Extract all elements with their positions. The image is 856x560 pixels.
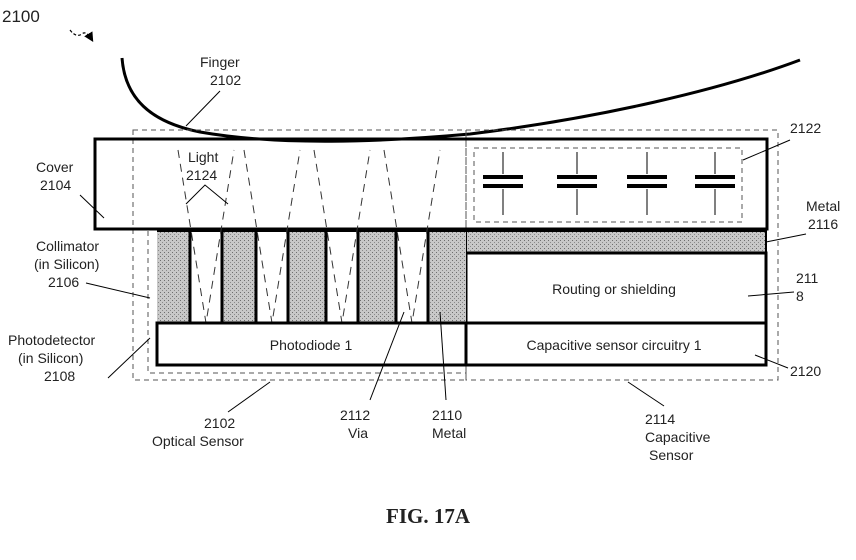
photodiode-label: Photodiode 1	[270, 337, 353, 353]
collimator-holes	[190, 231, 428, 323]
capacitive-sensor-leader	[627, 381, 665, 407]
metal-2110-leader	[439, 311, 447, 401]
capacitor-symbol	[627, 152, 667, 215]
cover-ref: 2104	[40, 177, 71, 193]
finger-leader	[185, 90, 221, 127]
photodetector-sub: (in Silicon)	[18, 350, 83, 366]
routing-leader	[747, 291, 795, 297]
finger-curve	[120, 57, 801, 143]
light-label: Light	[188, 149, 218, 165]
capacitor-symbol	[695, 152, 735, 215]
photodetector-label: Photodetector	[8, 332, 96, 348]
optical-sensor-label: Optical Sensor	[152, 433, 244, 449]
capacitive-sensor-ref: 2114	[645, 411, 675, 427]
photodetector-ref: 2108	[44, 368, 75, 384]
via-label: Via	[348, 425, 368, 441]
collimator-leader	[85, 282, 151, 299]
optical-sensor-leader	[227, 381, 271, 413]
figure-ref-arrow	[69, 29, 94, 43]
metal-2110-label: Metal	[432, 425, 466, 441]
light-ref: 2124	[186, 167, 217, 183]
cover-layer	[93, 137, 769, 231]
metal-layer-2116	[465, 230, 767, 254]
optical-sensor-ref: 2102	[204, 415, 235, 431]
capacitor-symbol	[557, 152, 597, 215]
routing-shielding-label: Routing or shielding	[552, 281, 676, 297]
capacitive-circuitry-ref: 2120	[790, 363, 821, 379]
metal-2116-leader	[765, 233, 807, 243]
collimator-ref: 2106	[48, 274, 79, 290]
via-leader	[369, 311, 405, 401]
photodiode-layer	[155, 321, 468, 367]
figure-ref-number: 2100	[2, 7, 40, 26]
collimator-label: Collimator	[36, 238, 99, 254]
capacitive-circuitry-layer	[464, 321, 768, 367]
capacitive-circuitry-leader	[754, 354, 789, 369]
routing-ref-line1: 211	[796, 270, 819, 286]
cover-leader	[79, 194, 105, 219]
cover-label: Cover	[36, 159, 74, 175]
capacitive-circuitry-label: Capacitive sensor circuitry 1	[526, 337, 701, 353]
collimator-hole	[190, 231, 222, 323]
finger-label: Finger	[200, 54, 240, 70]
via-ref: 2112	[340, 407, 370, 423]
collimator-hole	[396, 231, 428, 323]
optical-sensor-outline	[132, 129, 467, 381]
collimator-hole	[256, 231, 288, 323]
light-leader	[185, 184, 229, 205]
figure-caption: FIG. 17A	[386, 504, 471, 528]
photodetector-leader	[107, 337, 151, 379]
capacitive-sensor-label-1: Capacitive	[645, 429, 711, 445]
collimator-vias	[188, 231, 430, 323]
finger-ref: 2102	[210, 72, 241, 88]
metal-2116-label: Metal	[806, 198, 840, 214]
collimator-sub: (in Silicon)	[34, 256, 99, 272]
metal-2110-ref: 2110	[432, 407, 462, 423]
capacitor-array-ref: 2122	[790, 120, 821, 136]
routing-ref-line2: 8	[796, 288, 804, 304]
capacitor-symbol	[483, 152, 523, 215]
capacitive-sensor-label-2: Sensor	[649, 447, 694, 463]
capacitor-array-leader	[742, 139, 791, 161]
metal-2116-ref: 2116	[808, 216, 838, 232]
collimator-hole	[326, 231, 358, 323]
